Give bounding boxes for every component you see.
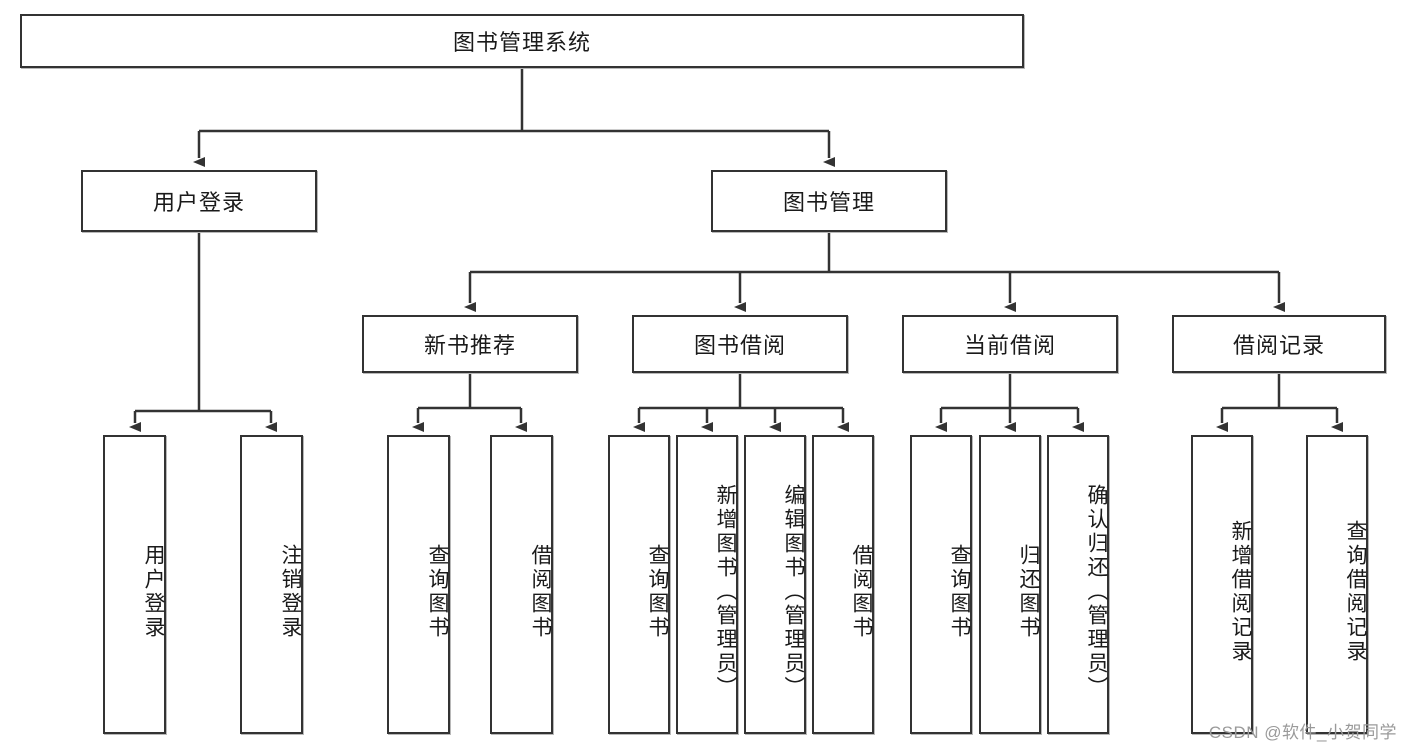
node-root[interactable]: 图书管理系统 [20, 14, 1024, 68]
leaf-record-query[interactable]: 查询借阅记录 [1306, 435, 1368, 734]
node-current-borrow[interactable]: 当前借阅 [902, 315, 1118, 373]
node-borrow-record[interactable]: 借阅记录 [1172, 315, 1386, 373]
leaf-borrow-query-book[interactable]: 查询图书 [608, 435, 670, 734]
node-new-book-recommend[interactable]: 新书推荐 [362, 315, 578, 373]
leaf-label: 查询图书 [646, 543, 669, 640]
leaf-current-confirm-return[interactable]: 确认归还（管理员） [1047, 435, 1109, 734]
node-current-borrow-label: 当前借阅 [963, 333, 1056, 358]
node-book-borrow-label: 图书借阅 [693, 333, 786, 358]
node-user-login[interactable]: 用户登录 [81, 170, 317, 232]
node-user-login-label: 用户登录 [152, 190, 245, 215]
leaf-label: 查询图书 [948, 543, 971, 640]
leaf-label: 用户登录 [142, 543, 165, 640]
leaf-borrow-add-book[interactable]: 新增图书（管理员） [676, 435, 738, 734]
leaf-label: 归还图书 [1017, 543, 1040, 640]
leaf-label: 借阅图书 [850, 543, 873, 640]
leaf-label: 注销登录 [279, 543, 302, 640]
leaf-label: 查询借阅记录 [1344, 519, 1367, 664]
leaf-new-book-borrow[interactable]: 借阅图书 [490, 435, 553, 734]
watermark: CSDN @软件_小贺同学 [1208, 723, 1397, 742]
leaf-user-login-login[interactable]: 用户登录 [103, 435, 166, 734]
node-book-borrow[interactable]: 图书借阅 [632, 315, 848, 373]
leaf-borrow-borrow-book[interactable]: 借阅图书 [812, 435, 874, 734]
leaf-label: 借阅图书 [529, 543, 552, 640]
node-borrow-record-label: 借阅记录 [1232, 333, 1325, 358]
node-book-management[interactable]: 图书管理 [711, 170, 947, 232]
leaf-current-return-book[interactable]: 归还图书 [979, 435, 1041, 734]
leaf-label: 确认归还（管理员） [1085, 483, 1108, 700]
leaf-label: 编辑图书（管理员） [782, 483, 805, 700]
node-new-book-recommend-label: 新书推荐 [423, 333, 516, 358]
leaf-record-add[interactable]: 新增借阅记录 [1191, 435, 1253, 734]
node-book-management-label: 图书管理 [782, 190, 875, 215]
leaf-label: 新增图书（管理员） [714, 483, 737, 700]
leaf-new-book-query[interactable]: 查询图书 [387, 435, 450, 734]
leaf-user-login-logout[interactable]: 注销登录 [240, 435, 303, 734]
leaf-label: 新增借阅记录 [1229, 519, 1252, 664]
node-root-label: 图书管理系统 [452, 30, 591, 55]
leaf-current-query-book[interactable]: 查询图书 [910, 435, 972, 734]
leaf-label: 查询图书 [426, 543, 449, 640]
leaf-borrow-edit-book[interactable]: 编辑图书（管理员） [744, 435, 806, 734]
